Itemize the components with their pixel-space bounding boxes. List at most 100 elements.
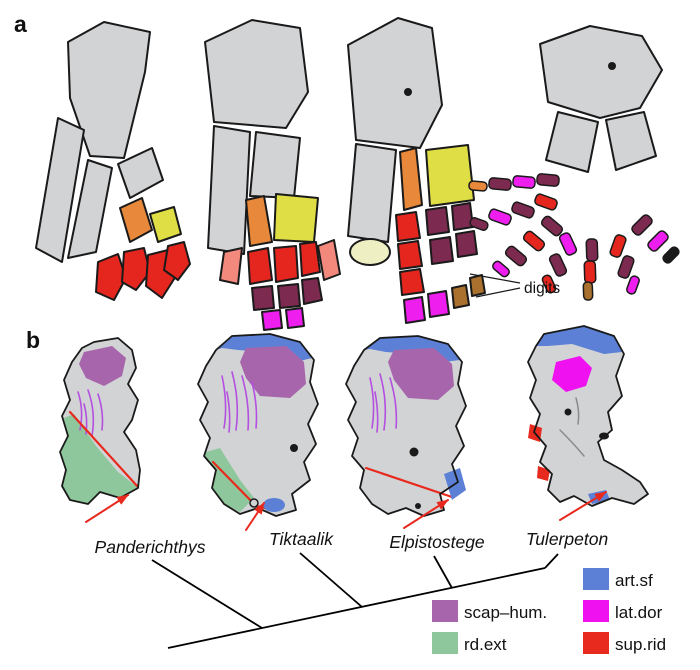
ulna-bone [207, 125, 251, 255]
foramen-dot [404, 88, 412, 96]
digit-segment [541, 274, 557, 294]
digit-segment [468, 180, 488, 192]
digit-segment [403, 296, 426, 324]
legend-label-art-sf: art.sf [615, 571, 653, 590]
digits-pointer-line [469, 273, 521, 284]
radial-bone [455, 230, 478, 258]
digit-segment [585, 238, 599, 262]
digit-segment [488, 177, 512, 191]
foramen-dot [564, 408, 572, 416]
humerus-bone [204, 19, 309, 129]
taxon-label-panderichthys: Panderichthys [95, 537, 206, 557]
digit-segment [548, 253, 568, 277]
legend-swatch-lat-dor [583, 600, 609, 622]
humerus-outline [197, 333, 319, 517]
digit-segment [492, 260, 510, 278]
humerus-tiktaalik [197, 333, 319, 531]
stria-line [389, 377, 398, 429]
humerus-outline [345, 335, 467, 517]
taxon-label-elpistostege: Elpistostege [389, 532, 485, 552]
radial-bone [285, 307, 305, 329]
radial-bone [301, 277, 323, 305]
legend-swatch-rd-ext [432, 632, 458, 654]
tree-branch-tiktaalik [299, 552, 363, 608]
legend-item-rd-ext: rd.ext [432, 632, 507, 654]
radial-bone [121, 247, 151, 291]
tree-branch-tulerpeton [544, 553, 559, 569]
tree-branch-elpistostege [433, 555, 453, 589]
digit-segment [451, 284, 470, 309]
digits-annotation: digits [469, 273, 560, 298]
digit-segment [536, 173, 560, 187]
humerus-bone [67, 21, 151, 159]
digit-segment [469, 217, 489, 231]
radial-bone [451, 202, 474, 231]
ridge-line [559, 429, 585, 457]
humerus-outline [527, 325, 649, 507]
legend-item-lat-dor: lat.dor [583, 600, 663, 622]
stria-line [369, 377, 375, 429]
radial-bone [425, 206, 450, 236]
taxon-label-tiktaalik: Tiktaalik [269, 529, 334, 549]
digit-segment [582, 281, 594, 301]
red-radial-bones [95, 241, 191, 301]
radial-bone [95, 253, 127, 301]
lat-dor-region [552, 356, 592, 392]
maroon-radial-bones [425, 202, 478, 265]
rd-ext-region [204, 448, 254, 512]
legend-item-art-sf: art.sf [583, 568, 653, 590]
muscle-striae [221, 371, 258, 433]
tree-branch-panderichthys [151, 559, 263, 629]
radial-bone [163, 241, 191, 281]
rd-ext-region [60, 414, 138, 504]
digit-segment [617, 255, 635, 279]
orange-radial-bone [399, 147, 423, 211]
fin2-proximal-bones [204, 19, 309, 255]
radius-bone [249, 131, 301, 199]
panel-a-label: a [14, 11, 27, 37]
scap-hum-region [79, 346, 126, 386]
digit-segment [583, 260, 597, 284]
stria-line [241, 375, 250, 431]
foramen-dot [409, 447, 419, 457]
digit-segment [488, 208, 512, 226]
legend-label-rd-ext: rd.ext [464, 635, 507, 654]
taxon-label-tulerpeton: Tulerpeton [526, 529, 608, 549]
digits-pointer-line [475, 287, 521, 298]
ridge-line [575, 397, 580, 425]
legend-swatch-scap-hum [432, 600, 458, 622]
humerus-bone [347, 17, 443, 149]
legend-item-sup-rid: sup.rid [583, 632, 666, 654]
digit-ray-7 [631, 214, 680, 264]
pale-yellow-bone [349, 238, 391, 266]
humerus-panderichthys [59, 337, 141, 523]
orange-radial-bone [119, 197, 153, 243]
stria-line [87, 389, 95, 437]
foramen-circle [249, 498, 259, 508]
phylogenetic-tree [151, 552, 559, 649]
radial-bone [277, 283, 301, 309]
radius-bone [605, 111, 657, 171]
art-sf-distal-patch [263, 498, 285, 512]
legend-swatch-art-sf [583, 568, 609, 590]
radial-bone [261, 309, 283, 331]
humerus-elpistostege [345, 335, 467, 529]
legend-label-lat-dor: lat.dor [615, 603, 663, 622]
radial-blade-bone [67, 159, 113, 259]
stria-line [226, 391, 231, 433]
red-radial-bones [247, 241, 321, 285]
legend-label-sup-rid: sup.rid [615, 635, 666, 654]
digit-segment [427, 290, 450, 318]
radial-bone [251, 285, 275, 311]
orange-radial-bone [245, 195, 273, 247]
scap-hum-region [240, 346, 306, 398]
legend-swatch-sup-rid [583, 632, 609, 654]
panel-b-label: b [26, 327, 40, 353]
magenta-radial-bones [261, 307, 305, 331]
ridge-arrow [85, 494, 129, 523]
muscle-striae [369, 373, 398, 433]
digit-ray-1 [468, 173, 560, 192]
ridge-arrow [245, 502, 265, 531]
